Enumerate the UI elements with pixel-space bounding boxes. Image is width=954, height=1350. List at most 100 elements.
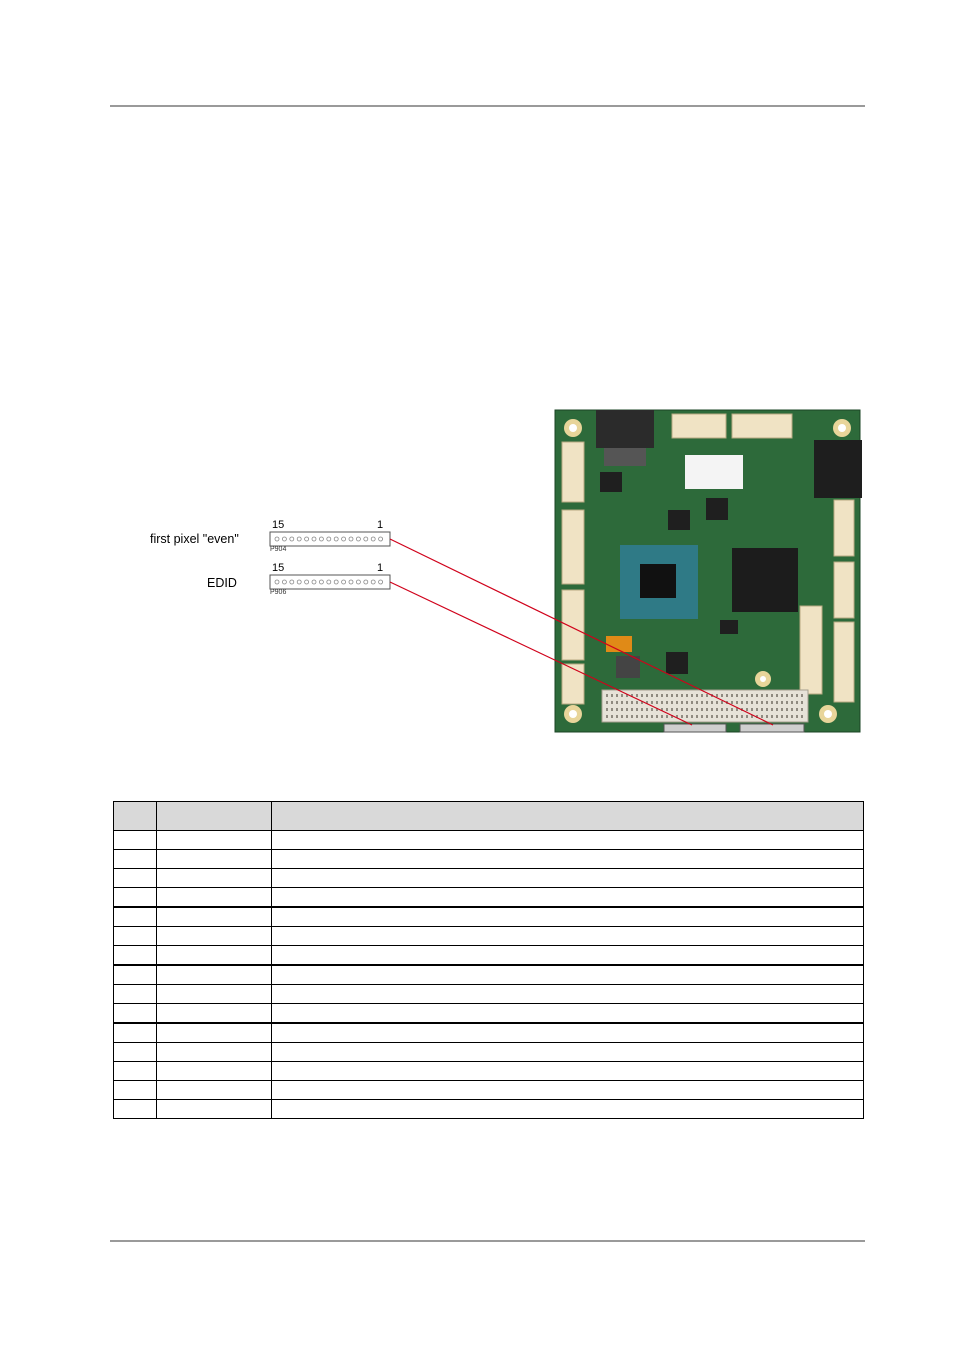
table-cell [113,1042,157,1062]
table-cell [271,906,864,927]
connector-pin [370,579,376,585]
connector-pin [370,536,376,542]
table-cell [113,906,157,927]
column-header [113,801,157,831]
footer-rule [110,1240,865,1242]
connector-pin [318,579,324,585]
connector-pin [363,536,369,542]
callout-lines [389,538,774,726]
table-cell [113,926,157,946]
connector-pin [333,536,339,542]
table-row [113,1042,864,1062]
connector-pin [341,536,347,542]
table-cell [113,868,157,888]
pin-number-left: 15 [272,519,285,531]
table-cell [271,868,864,888]
table-cell [113,830,157,850]
table-cell [271,1022,864,1043]
connector-pin [311,536,317,542]
table-cell [113,1099,157,1119]
connector-pin [333,579,339,585]
connector-pin [363,579,369,585]
connector-reference: P906 [270,589,287,596]
connector-pin [378,536,384,542]
figure-canvas [269,409,862,733]
connector-pin [355,579,361,585]
table-header-row [113,801,864,831]
connector-pin [355,536,361,542]
connector-pin [296,536,302,542]
table-cell [156,1061,272,1081]
connector-pin [304,579,310,585]
table-cell [271,1099,864,1119]
table-cell [156,868,272,888]
table-row [113,887,864,908]
table-cell [113,849,157,869]
connector-pin [281,536,287,542]
table-cell [113,1003,157,1024]
connector-pin [296,579,302,585]
table-cell [113,1080,157,1100]
column-header [156,801,272,831]
table-cell [156,926,272,946]
connector-pin [274,579,280,585]
connector-figure: first pixel "even" 15 1 P904 EDID 15 1 P… [0,400,954,745]
table-cell [271,1003,864,1024]
table-cell [156,1099,272,1119]
table-row [113,1080,864,1100]
table-cell [271,1061,864,1081]
table-cell [271,964,864,985]
table-cell [156,849,272,869]
table-cell [156,887,272,908]
table-cell [113,1022,157,1043]
table-cell [113,887,157,908]
table-cell [113,945,157,966]
connector-pin [318,536,324,542]
table-cell [271,984,864,1004]
connector-pin [348,579,354,585]
pin-assignment-table [113,801,864,1119]
pin-number-right: 1 [377,519,384,531]
table-cell [156,984,272,1004]
table-row [113,906,864,927]
table-cell [271,926,864,946]
table-cell [271,1080,864,1100]
table-cell [271,887,864,908]
connector-label-first-pixel: first pixel "even" [150,532,239,546]
connector-pin [289,536,295,542]
connector-p906 [269,574,391,590]
table-row [113,1099,864,1119]
pin-number-left: 15 [272,562,285,574]
connector-pin [326,536,332,542]
connector-p904 [269,531,391,547]
table-row [113,1003,864,1024]
table-row [113,1022,864,1043]
table-cell [271,1042,864,1062]
table-row [113,984,864,1004]
connector-pin [378,579,384,585]
table-cell [113,964,157,985]
column-header [271,801,864,831]
table-cell [271,830,864,850]
table-cell [156,1022,272,1043]
table-cell [156,964,272,985]
connector-pin [341,579,347,585]
table-row [113,945,864,966]
table-cell [156,1003,272,1024]
table-cell [113,984,157,1004]
table-cell [156,830,272,850]
table-row [113,926,864,946]
header-rule [110,105,865,107]
connector-pin [304,536,310,542]
connector-pin [348,536,354,542]
connector-label-edid: EDID [207,576,237,590]
table-row [113,1061,864,1081]
table-row [113,964,864,985]
table-row [113,830,864,850]
table-cell [156,1042,272,1062]
connector-pin [326,579,332,585]
table-row [113,868,864,888]
connector-pin [311,579,317,585]
connector-pin [289,579,295,585]
table-cell [271,945,864,966]
